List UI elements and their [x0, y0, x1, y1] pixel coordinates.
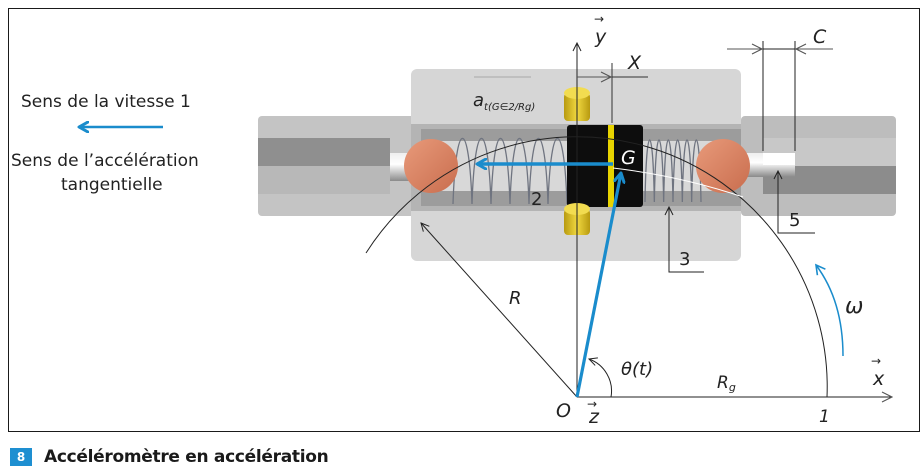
leader-3 — [669, 207, 704, 273]
part-1-label: 1 — [819, 407, 830, 427]
origin-label: O — [556, 400, 571, 422]
left-housing — [258, 116, 418, 216]
part-2-label: 2 — [531, 189, 542, 210]
left-ball — [404, 139, 458, 193]
radius-line — [421, 223, 578, 398]
spring-left — [452, 137, 568, 205]
g-trajectory-white — [612, 167, 744, 198]
z-axis-label: z — [588, 406, 600, 428]
y-axis-overarrow: → — [594, 12, 604, 26]
part-3-label: 3 — [679, 249, 690, 270]
x-axis-label: x — [872, 368, 885, 390]
accelerometer-diagram: Sens de la vitesse 1 Sens de l’accélérat… — [11, 12, 896, 428]
seismic-mass — [567, 125, 643, 207]
radius-label: R — [509, 288, 522, 309]
rg-label: Rg — [717, 373, 736, 394]
z-axis-overarrow: → — [587, 397, 597, 411]
legend-accel-text-2: tangentielle — [61, 175, 163, 195]
figure-title: Accéléromètre en accélération — [44, 447, 329, 467]
theta-arc — [589, 359, 613, 398]
c-label: C — [813, 26, 827, 48]
og-vector — [575, 173, 621, 398]
figure-caption: 8 Accéléromètre en accélération — [10, 446, 329, 468]
x-displacement-label: X — [627, 52, 642, 74]
omega-label: ω — [845, 294, 863, 319]
spring-right — [644, 139, 702, 203]
leader-5 — [778, 171, 815, 234]
omega-arrow — [815, 263, 844, 357]
part-5-label: 5 — [789, 210, 800, 231]
figure-number-badge: 8 — [10, 448, 32, 466]
legend-speed-text: Sens de la vitesse 1 — [21, 92, 191, 112]
theta-label: θ(t) — [621, 359, 653, 380]
trajectory-arc — [365, 136, 828, 398]
x-dimension — [577, 63, 648, 123]
right-ball — [696, 139, 750, 193]
legend-accel-text-1: Sens de l’accélération — [11, 151, 199, 171]
x-axis-overarrow: → — [871, 354, 881, 368]
accel-label: at(G∈2/Rg) — [473, 90, 535, 113]
figure-frame: Sens de la vitesse 1 Sens de l’accélérat… — [8, 8, 920, 432]
right-housing — [741, 116, 896, 216]
g-label: G — [621, 147, 636, 169]
y-axis-label: y — [594, 26, 607, 48]
c-dimension — [727, 41, 833, 151]
